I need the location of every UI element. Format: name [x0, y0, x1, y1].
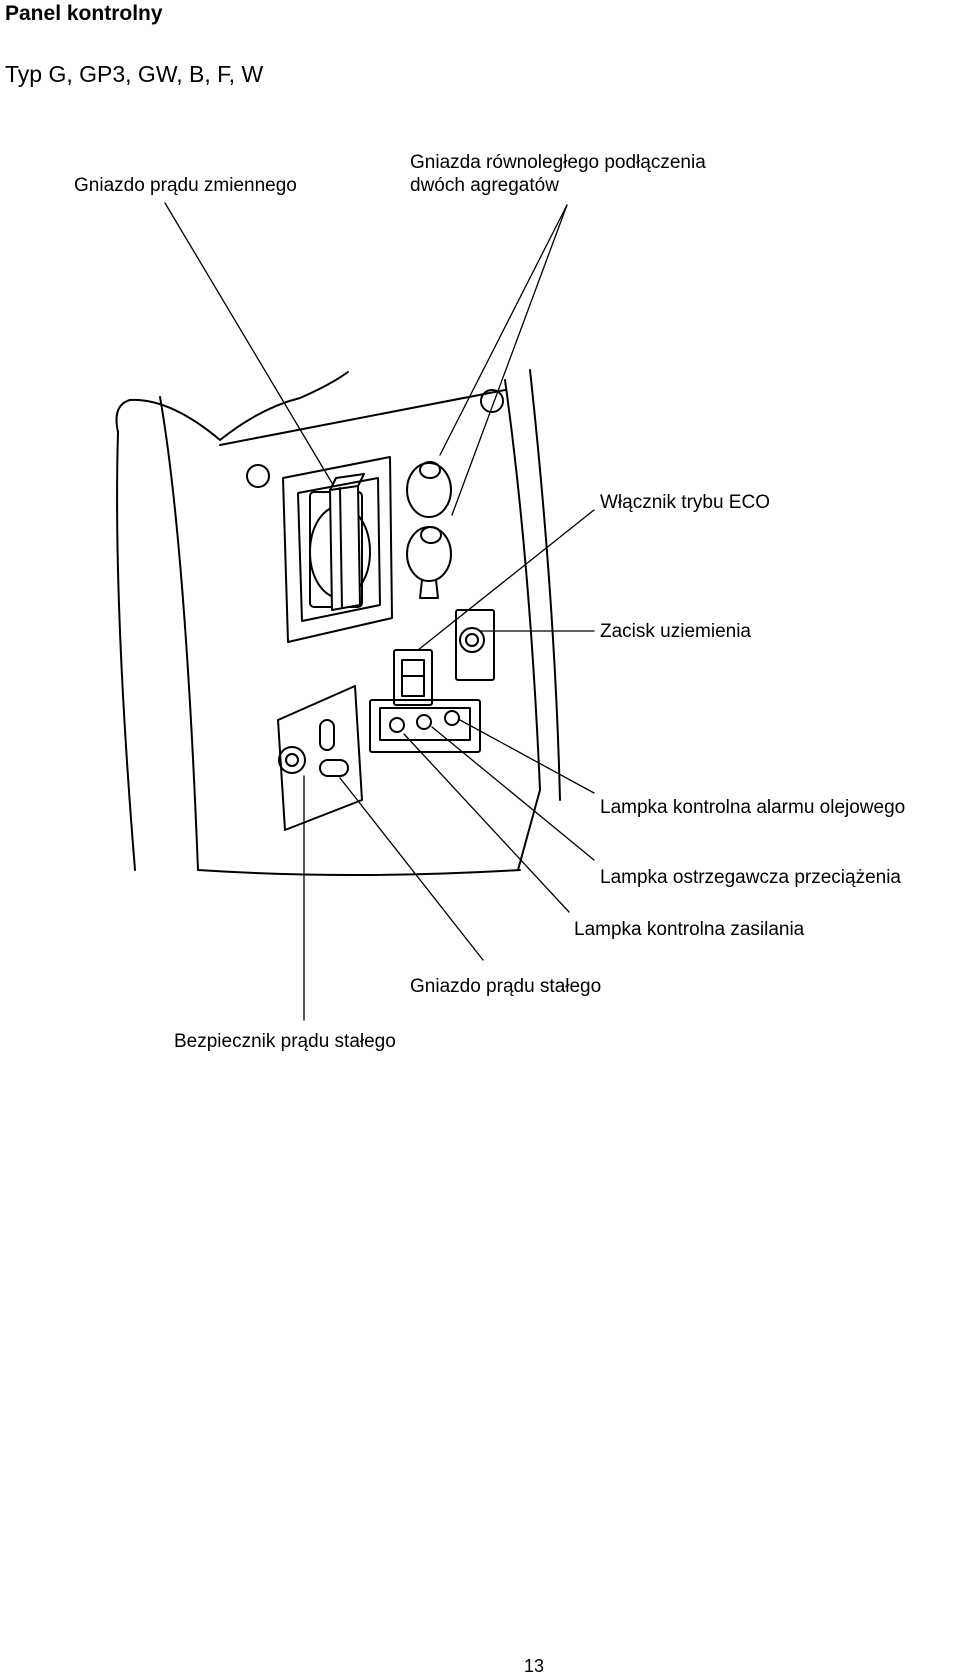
label-dc-fuse: Bezpiecznik prądu stałego — [174, 1031, 396, 1052]
eco-switch — [393, 649, 433, 706]
label-overload-lamp: Lampka ostrzegawcza przeciążenia — [600, 867, 901, 888]
control-panel-diagram — [115, 202, 595, 1021]
ground-terminal — [455, 609, 495, 681]
ac-socket-panel — [282, 456, 393, 643]
label-ac-socket: Gniazdo prądu zmiennego — [74, 175, 297, 196]
label-dc-socket: Gniazdo prądu stałego — [410, 976, 602, 997]
label-parallel-sockets-line1: Gniazda równoległego podłączenia — [410, 152, 706, 173]
generator-housing — [115, 369, 561, 876]
parallel-sockets — [406, 461, 452, 599]
label-oil-alarm-lamp: Lampka kontrolna alarmu olejowego — [600, 797, 906, 818]
dc-panel — [277, 685, 363, 831]
model-types-subtitle: Typ G, GP3, GW, B, F, W — [5, 61, 264, 87]
page-title: Panel kontrolny — [5, 2, 163, 25]
label-ground-terminal: Zacisk uziemienia — [600, 621, 751, 642]
label-power-lamp: Lampka kontrolna zasilania — [574, 919, 805, 940]
indicator-lamps — [369, 699, 481, 753]
label-parallel-sockets-line2: dwóch agregatów — [410, 175, 559, 196]
leader-lines — [164, 202, 595, 1021]
label-eco-switch: Włącznik trybu ECO — [600, 492, 770, 513]
page-number: 13 — [524, 1656, 545, 1676]
